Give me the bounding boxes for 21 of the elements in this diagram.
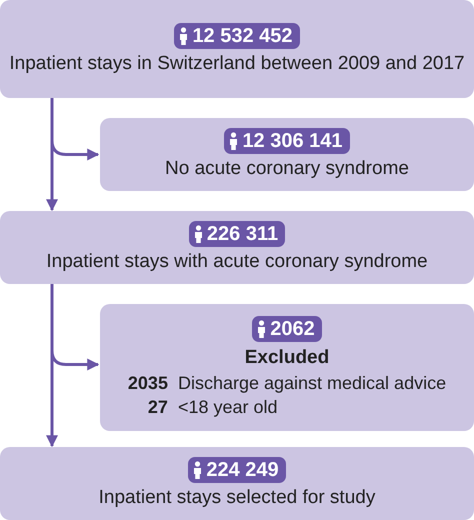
count-badge: 12 532 452: [174, 22, 300, 48]
count-badge: 2062: [252, 316, 322, 342]
count-badge: 12 306 141: [224, 128, 350, 154]
arrow: [50, 284, 100, 370]
process-box: [0, 211, 474, 284]
reason-text: Discharge against medical advice: [178, 372, 446, 395]
box-heading: Excluded: [244, 346, 330, 370]
count-text: 2035: [128, 372, 168, 395]
box-text: Inpatient stays with acute coronary syndrome: [46, 250, 428, 274]
process-box: [100, 118, 474, 191]
process-box: [0, 447, 474, 520]
count-badge: 226 311: [188, 221, 286, 247]
arrow: [50, 98, 100, 160]
reason-text: <18 year old: [178, 396, 279, 419]
box-text: Inpatient stays in Switzerland between 2009 and 2017: [9, 52, 465, 76]
box-text: No acute coronary syndrome: [165, 157, 409, 181]
process-box: [100, 304, 474, 431]
process-box: [0, 0, 474, 98]
count-badge: 224 249: [188, 457, 286, 483]
count-text: 27: [146, 396, 168, 419]
box-text: Inpatient stays selected for study: [98, 486, 376, 510]
